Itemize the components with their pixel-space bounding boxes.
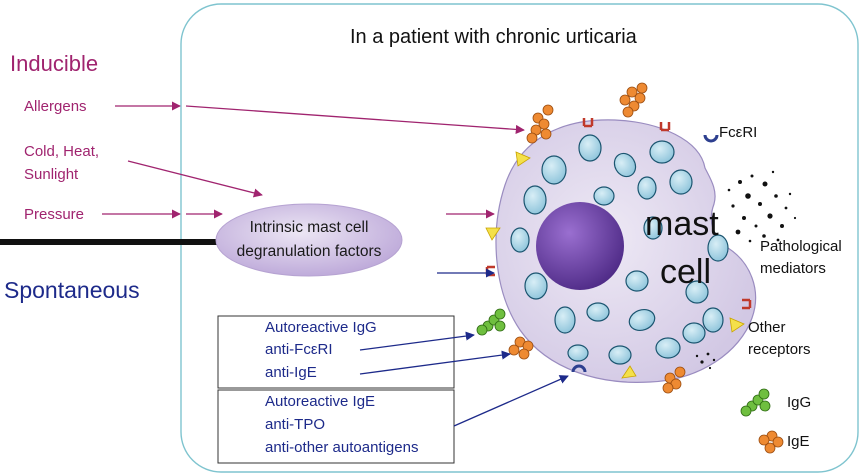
mast-cell-label-line2: cell: [660, 253, 712, 291]
nucleus: [536, 202, 624, 290]
ige-box-item-2: anti-other autoantigens: [265, 439, 419, 456]
legend-igg-label: IgG: [787, 394, 812, 411]
legend-ige-label: IgE: [787, 433, 810, 450]
pathological-mediators-line1: Pathological: [760, 238, 842, 255]
pathological-mediators-dots: [695, 170, 797, 370]
pathological-mediators-line2: mediators: [760, 260, 826, 277]
diagram-title: In a patient with chronic urticaria: [350, 26, 637, 48]
pressure-label: Pressure: [24, 206, 85, 223]
ige-box-item-1: anti-TPO: [265, 416, 326, 433]
ige-box: [217, 389, 455, 464]
ige-box-title: Autoreactive IgE: [265, 393, 376, 410]
sunlight-label: Sunlight: [24, 166, 79, 183]
other-receptors-line2: receptors: [748, 341, 811, 358]
intrinsic-factors-label: Intrinsic mast cell degranulation factor…: [236, 219, 382, 260]
allergens-label: Allergens: [24, 98, 87, 115]
igg-box: [217, 315, 455, 389]
inducible-heading: Inducible: [10, 51, 99, 76]
spontaneous-heading: Spontaneous: [4, 277, 140, 303]
spontaneous-arrows: [359, 268, 569, 427]
igg-box-title: Autoreactive IgG: [265, 319, 377, 336]
blue-receptors: [571, 134, 719, 373]
patient-outline: [180, 3, 859, 473]
spontaneous-divider: [0, 239, 235, 245]
mast-cell-label-line1: mast: [645, 205, 719, 243]
inducible-arrows: [102, 101, 525, 219]
fceri-label: FcεRI: [719, 124, 758, 141]
igg-box-item-2: anti-IgE: [265, 364, 317, 381]
other-receptors-line1: Other: [748, 319, 786, 336]
igg-box-item-1: anti-FcεRI: [265, 341, 333, 358]
other-receptors: [485, 151, 745, 379]
granules: [510, 134, 729, 365]
cold-heat-label: Cold, Heat,: [24, 143, 100, 160]
intrinsic-factors-ellipse: [215, 203, 403, 277]
